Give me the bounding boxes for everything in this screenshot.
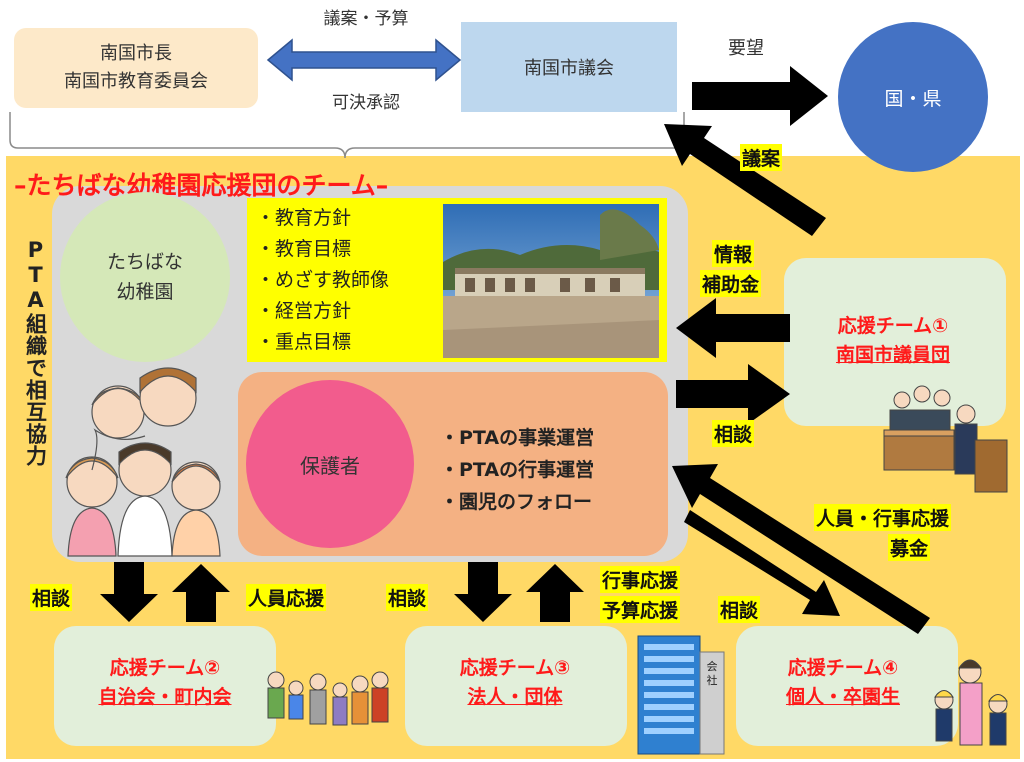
policy-list: ・教育方針 ・教育目標 ・めざす教師像 ・経営方針 ・重点目標 (256, 203, 389, 358)
consult-label-team3: 相談 (386, 584, 429, 611)
team4-name: 個人・卒園生 (785, 686, 900, 708)
team2-text: 応援チーム② 自治会・町内会 (60, 654, 270, 712)
guardian-task: ・園児のフォロー (440, 491, 593, 513)
team1-title: 応援チーム① (837, 315, 949, 337)
staff-event-label-line2: 募金 (888, 534, 931, 561)
arrow-bottom-label: 可決承認 (332, 93, 400, 113)
arrow-top-label: 議案・予算 (323, 9, 409, 29)
team2-box (54, 626, 276, 746)
request-label: 要望 (728, 38, 764, 59)
staff-event-label-line1: 人員・行事応援 (814, 504, 952, 531)
team2-title: 応援チーム② (109, 657, 221, 679)
mayor-line2: 南国市教育委員会 (64, 71, 208, 92)
staff-support-label: 人員応援 (246, 584, 327, 611)
team3-name: 法人・団体 (467, 686, 563, 708)
guardian-task-list: ・PTAの事業運営 ・PTAの行事運営 ・園児のフォロー (440, 422, 594, 518)
consult-label-team2: 相談 (30, 584, 73, 611)
policy-item: ・重点目標 (256, 331, 352, 353)
building-sign: 会社 (706, 660, 718, 687)
guardian-label: 保護者 (300, 453, 360, 478)
policy-item: ・経営方針 (256, 300, 352, 322)
team3-title: 応援チーム③ (459, 657, 571, 679)
subsidy-label: 補助金 (700, 270, 762, 297)
council-label: 南国市議会 (524, 58, 614, 79)
team3-box (405, 626, 627, 746)
bill-label: 議案 (740, 144, 783, 171)
policy-item: ・めざす教師像 (256, 269, 390, 291)
mayor-box: 南国市長 南国市教育委員会 (14, 28, 258, 108)
guardian-circle: 保護者 (246, 380, 414, 548)
team4-title: 応援チーム④ (787, 657, 899, 679)
team4-text: 応援チーム④ 個人・卒園生 (740, 654, 946, 712)
main-title: –たちばな幼稚園応援団のチーム– (14, 171, 389, 200)
team4-box (736, 626, 958, 746)
pta-vertical-label: PTA組織で相互協力 (20, 238, 50, 475)
kindergarten-line1: たちばな (106, 251, 183, 273)
consult-label-team1: 相談 (712, 420, 755, 447)
team3-text: 応援チーム③ 法人・団体 (410, 654, 620, 712)
nation-circle: 国・県 (838, 22, 988, 172)
kindergarten-circle: たちばな 幼稚園 (60, 192, 230, 362)
pta-vertical-text: PTA組織で相互協力 (23, 238, 48, 467)
kindergarten-line2: 幼稚園 (116, 281, 174, 303)
mayor-line1: 南国市長 (100, 43, 172, 64)
nation-label: 国・県 (884, 87, 942, 110)
consult-label-team4: 相談 (718, 596, 761, 623)
budget-support-label: 予算応援 (600, 596, 681, 623)
council-box: 南国市議会 (461, 22, 677, 112)
guardian-task: ・PTAの行事運営 (440, 459, 595, 481)
guardian-task: ・PTAの事業運営 (440, 427, 595, 449)
team1-name: 南国市議員団 (835, 344, 950, 366)
info-label: 情報 (712, 240, 755, 267)
team2-name: 自治会・町内会 (98, 686, 232, 708)
team1-text: 応援チーム① 南国市議員団 (790, 312, 996, 370)
policy-item: ・教育目標 (256, 238, 352, 260)
event-support-label: 行事応援 (600, 566, 681, 593)
policy-item: ・教育方針 (256, 207, 352, 229)
